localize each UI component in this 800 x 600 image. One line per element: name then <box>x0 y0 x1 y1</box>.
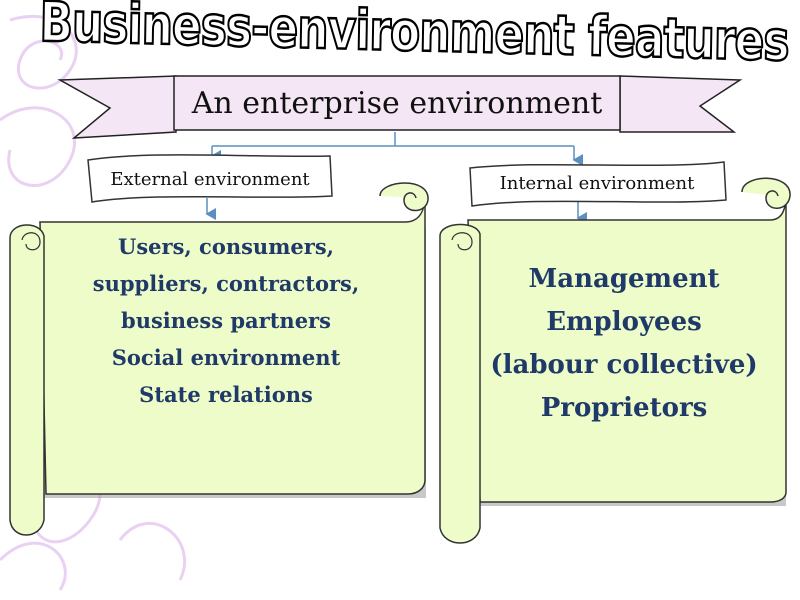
external-tag-shape <box>87 154 333 203</box>
external-item: State relations <box>139 382 313 407</box>
internal-item: (labour collective) <box>490 350 758 380</box>
ribbon-label: An enterprise environment <box>191 86 603 121</box>
connectors <box>205 132 587 224</box>
external-item: Users, consumers, <box>118 234 334 259</box>
internal-items: Management Employees (labour collective)… <box>476 258 772 430</box>
internal-tag-shape <box>469 161 727 207</box>
internal-environment-label: Internal environment <box>499 173 695 194</box>
external-scroll <box>9 182 429 536</box>
internal-scroll <box>439 177 791 544</box>
external-items: Users, consumers, suppliers, contractors… <box>56 228 396 413</box>
internal-item: Employees <box>546 307 702 337</box>
external-item: suppliers, contractors, <box>92 271 360 296</box>
external-item: business partners <box>121 308 331 333</box>
external-item: Social environment <box>111 345 341 370</box>
ribbon-banner <box>57 75 743 139</box>
internal-item: Management <box>528 264 720 294</box>
internal-item: Proprietors <box>540 393 708 423</box>
external-environment-label: External environment <box>110 169 310 190</box>
